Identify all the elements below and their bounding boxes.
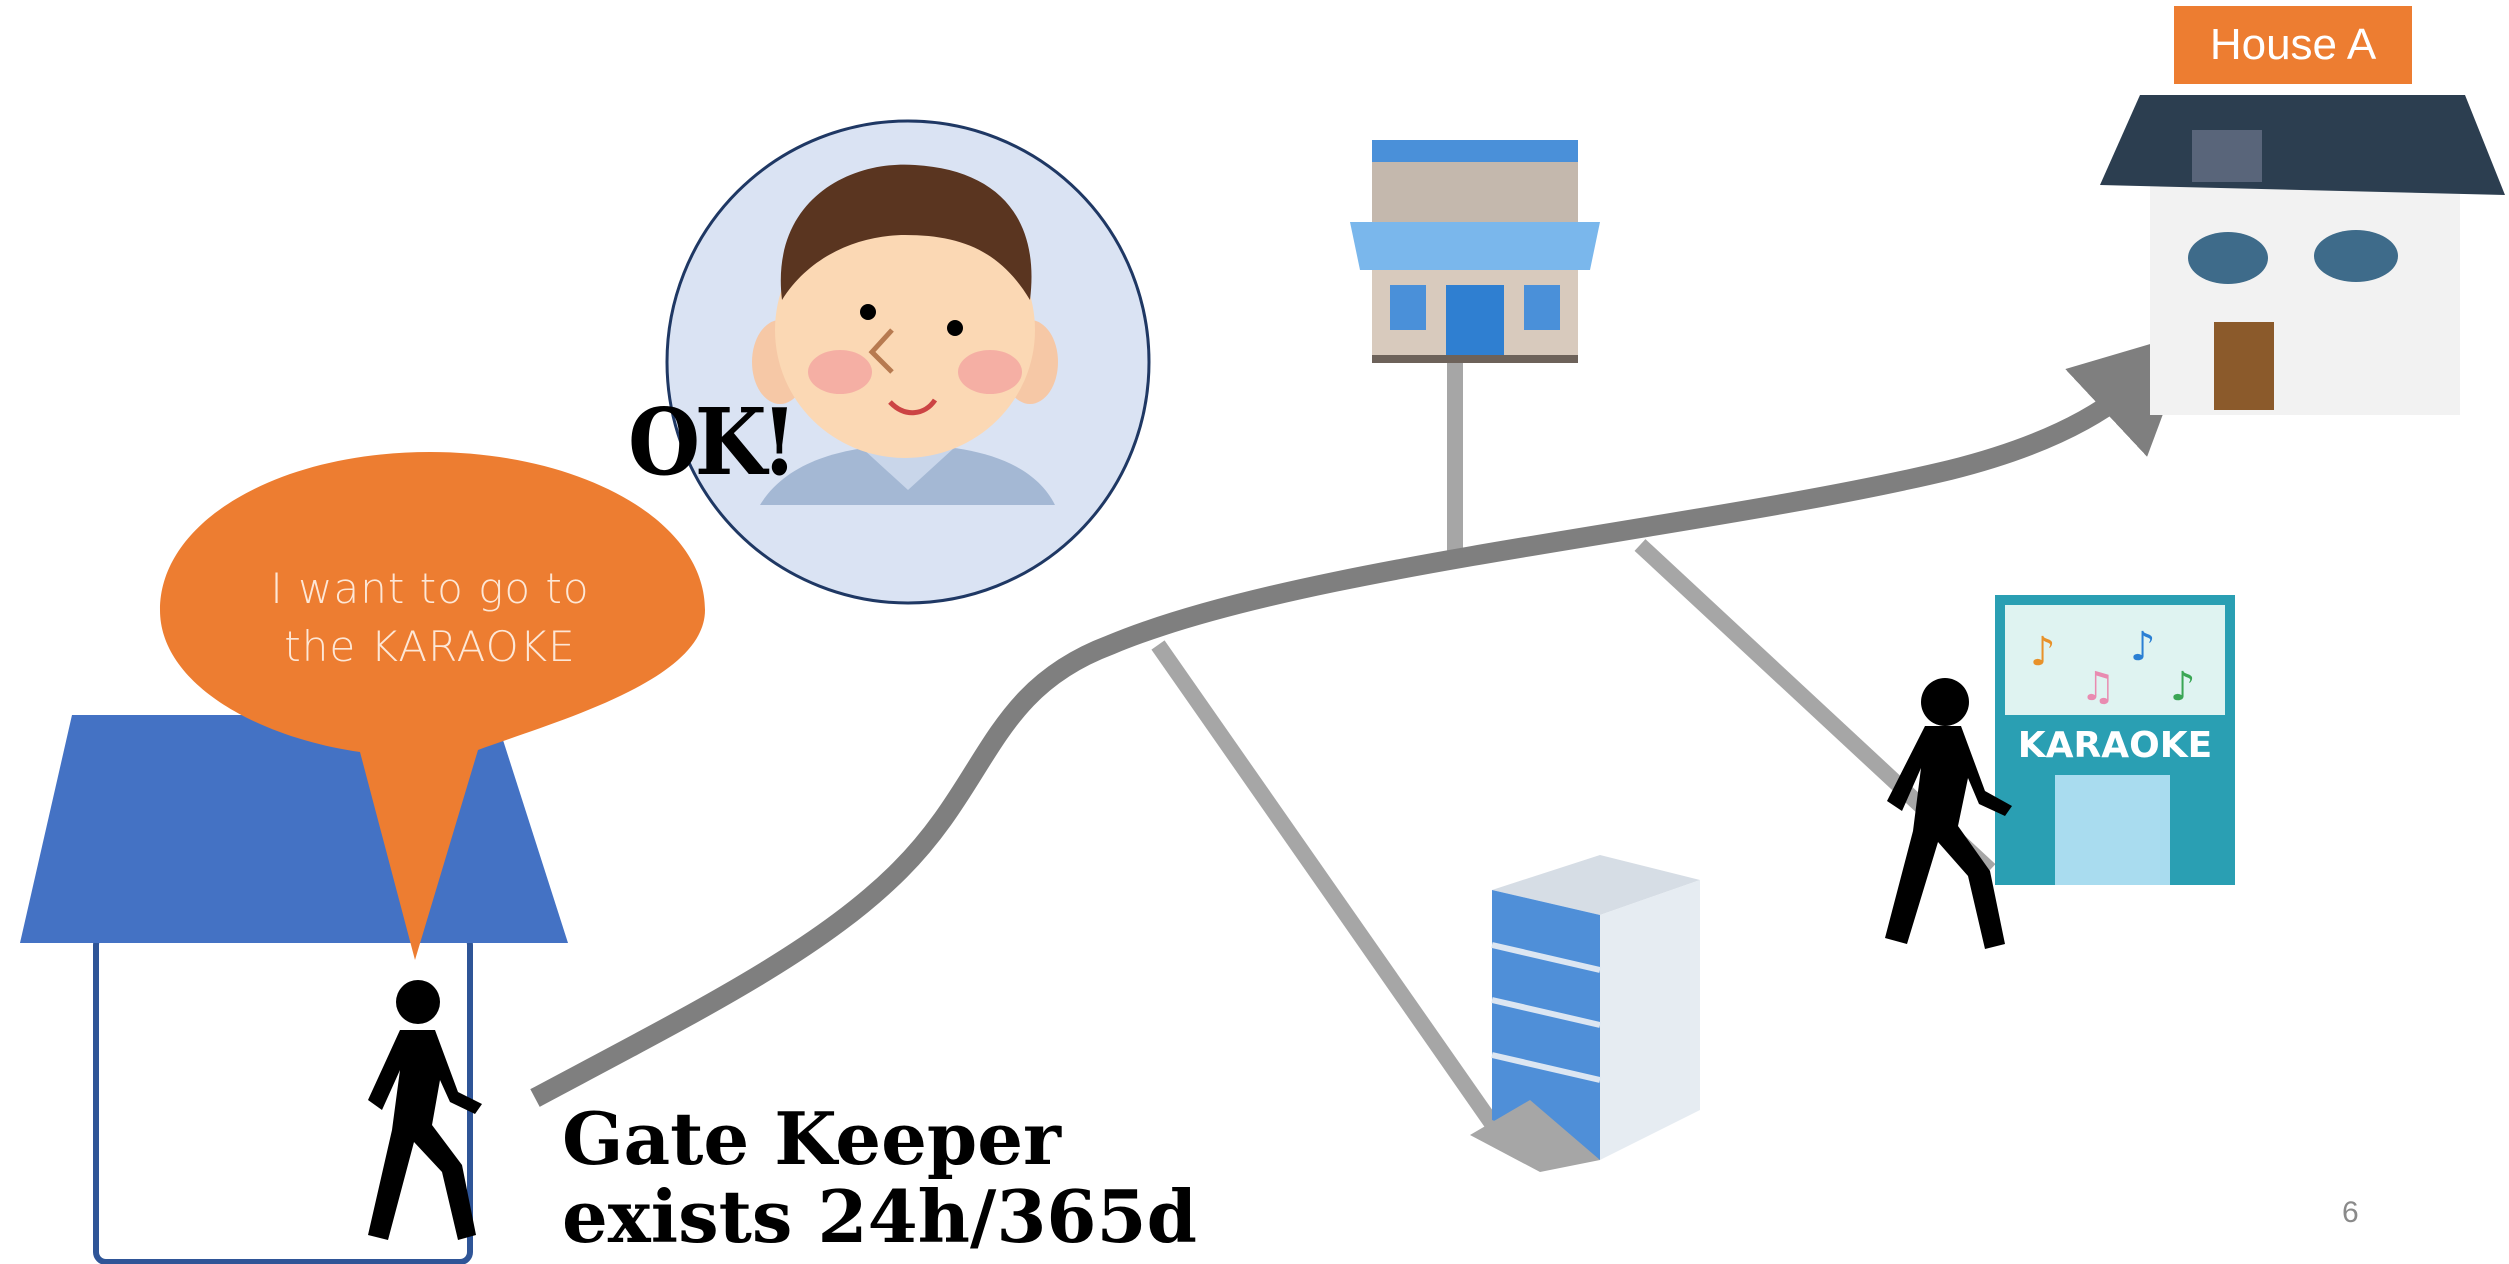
svg-text:♫: ♫ (2080, 664, 2116, 710)
speech-bubble-text: I want to go to the KARAOKE (150, 560, 710, 676)
shop-icon (1350, 140, 1600, 363)
caption-line-2: exists 24h/365d (562, 1178, 1197, 1256)
side-road-to-office (1158, 645, 1500, 1135)
house-a-icon (2100, 95, 2505, 415)
gate-keeper-caption: Gate Keeper exists 24h/365d (562, 1100, 1197, 1256)
speech-line-2: the KARAOKE (150, 618, 710, 676)
office-building-icon (1470, 855, 1700, 1172)
gatekeeper-avatar (667, 121, 1149, 603)
house-a-label: House A (2174, 6, 2412, 84)
karaoke-sign: KARAOKE (2018, 725, 2212, 766)
svg-text:♪: ♪ (2130, 624, 2156, 670)
home-house (20, 715, 568, 1262)
walking-person-karaoke-icon (1885, 678, 2012, 949)
caption-line-1: Gate Keeper (562, 1100, 1197, 1178)
page-number: 6 (2342, 1196, 2359, 1230)
ok-reply: OK! (628, 388, 792, 496)
home-roof (20, 715, 568, 943)
svg-text:♪: ♪ (2170, 664, 2196, 710)
karaoke-building-icon: ♪ ♫ ♪ ♪ KARAOKE (1995, 595, 2235, 885)
speech-line-1: I want to go to (150, 560, 710, 618)
svg-text:♪: ♪ (2030, 629, 2056, 675)
